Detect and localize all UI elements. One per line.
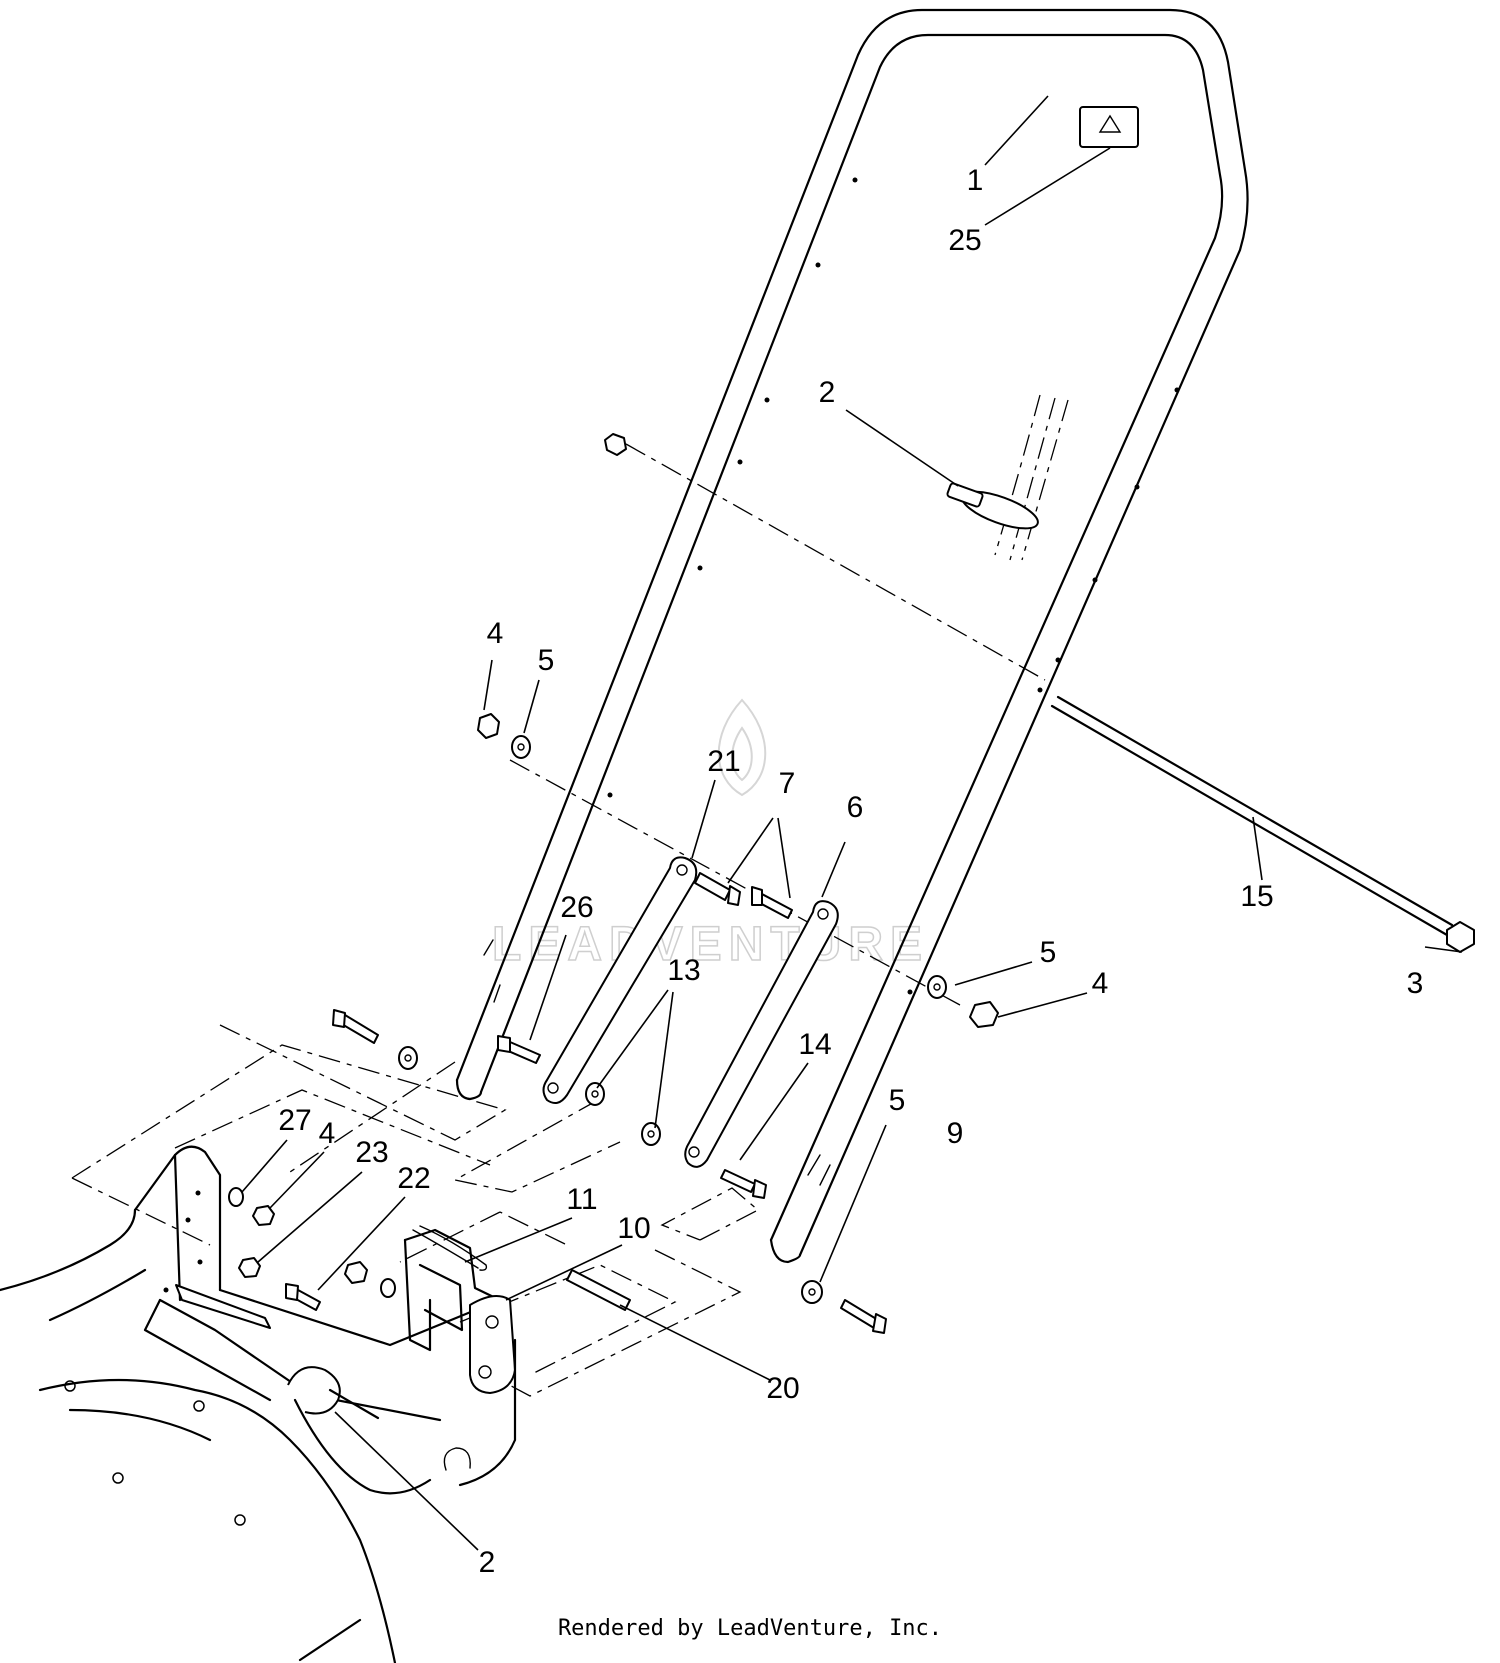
leader-lines: [241, 95, 1463, 1551]
callout-c15: 15: [1240, 880, 1273, 913]
callout-c4a: 4: [487, 617, 504, 650]
callout-c4c: 4: [319, 1117, 336, 1150]
callout-c2a: 2: [819, 376, 836, 409]
callout-c26: 26: [560, 891, 593, 924]
callout-c4b: 4: [1092, 967, 1109, 1000]
callout-c13: 13: [667, 954, 700, 987]
callout-c2b: 2: [479, 1546, 496, 1579]
callout-c9: 9: [947, 1117, 964, 1150]
callout-c5b: 5: [1040, 936, 1057, 969]
callout-c11: 11: [566, 1183, 597, 1216]
callout-c10: 10: [617, 1212, 650, 1245]
watermark: LEADVENTURE: [491, 698, 929, 972]
callout-c7: 7: [779, 767, 796, 800]
callout-c27: 27: [278, 1104, 311, 1137]
warning-decal: [1079, 106, 1139, 148]
watermark-text: LEADVENTURE: [492, 918, 929, 971]
callout-c23: 23: [355, 1136, 388, 1169]
handle-frame: [455, 8, 1249, 1264]
callout-c5a: 5: [538, 644, 555, 677]
rod: [1050, 695, 1475, 953]
base-assembly: [0, 1145, 517, 1663]
callout-c21: 21: [707, 745, 740, 778]
callout-c25: 25: [948, 224, 981, 257]
callout-c14: 14: [798, 1028, 831, 1061]
cable-bundle: [946, 394, 1069, 561]
render-credit: Rendered by LeadVenture, Inc.: [557, 1616, 943, 1641]
hardware: [228, 433, 999, 1334]
nut-3: [1446, 921, 1475, 953]
callout-c22: 22: [397, 1162, 430, 1195]
callout-c5c: 5: [889, 1084, 906, 1117]
lift-arms: [542, 856, 839, 1168]
callout-c6: 6: [847, 791, 864, 824]
callout-c1: 1: [967, 164, 984, 197]
callout-c3: 3: [1407, 967, 1424, 1000]
callout-c20: 20: [766, 1372, 799, 1405]
